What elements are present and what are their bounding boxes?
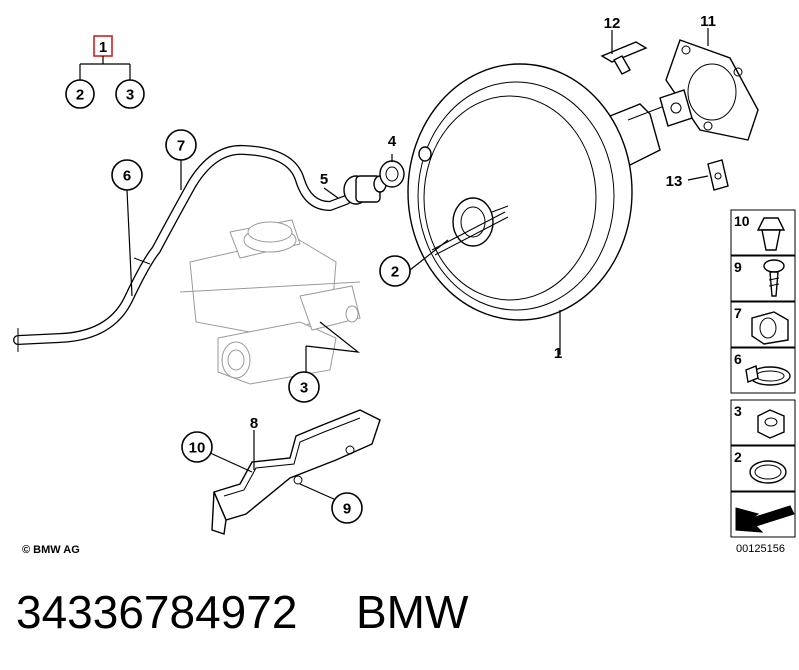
thumbnail-screw: 9 bbox=[730, 255, 796, 302]
callout-grommet: 4 bbox=[388, 133, 397, 150]
legend-parent-label: 1 bbox=[99, 39, 107, 56]
seal bbox=[665, 39, 759, 141]
grommet bbox=[379, 160, 405, 188]
check-valve bbox=[343, 175, 387, 205]
thumbnail-label-4: 6 bbox=[734, 351, 742, 367]
callout-screw-label: 9 bbox=[343, 501, 351, 518]
legend-child-label-1: 2 bbox=[76, 87, 84, 104]
callout-clip-label: 12 bbox=[604, 15, 621, 32]
callout-nut: 3 bbox=[288, 371, 320, 403]
legend-child-label-2: 3 bbox=[126, 87, 134, 104]
callout-holder: 8 bbox=[250, 415, 258, 432]
thumbnail-label-6: 2 bbox=[734, 449, 742, 465]
callout-vacuum-hose: 7 bbox=[165, 129, 197, 161]
thumbnail-hose-clamp: 6 bbox=[730, 347, 796, 394]
clip bbox=[600, 41, 693, 127]
vacuum-hose bbox=[13, 144, 351, 352]
callout-grommet-label: 4 bbox=[388, 133, 397, 150]
thumbnail-gasket: 2 bbox=[730, 445, 796, 492]
callout-expanding-rivet-label: 10 bbox=[189, 440, 206, 457]
callout-seal: 11 bbox=[700, 13, 716, 30]
brand-name: BMW bbox=[356, 586, 469, 638]
callout-hose-clamp: 6 bbox=[111, 159, 143, 191]
callout-vacuum-hose-label: 7 bbox=[177, 138, 185, 155]
thumbnail-expanding-rivet: 10 bbox=[730, 209, 796, 256]
callout-clamp: 13 bbox=[666, 173, 683, 190]
callout-check-valve-label: 5 bbox=[320, 171, 328, 188]
callout-check-valve: 5 bbox=[320, 171, 328, 188]
callout-clamp-label: 13 bbox=[666, 173, 683, 190]
holder-bracket bbox=[211, 409, 381, 535]
callout-expanding-rivet: 10 bbox=[181, 431, 213, 463]
thumbnail-label-5: 3 bbox=[734, 403, 742, 419]
clamp bbox=[707, 159, 729, 191]
callout-gasket-label: 2 bbox=[391, 264, 399, 281]
master-cylinder-ghost bbox=[179, 219, 361, 385]
callout-booster-label: 1 bbox=[554, 345, 562, 362]
callout-seal-label: 11 bbox=[700, 13, 716, 30]
thumbnail-direction-arrow bbox=[730, 491, 796, 538]
direction-arrow-icon bbox=[735, 505, 795, 533]
copyright-text: © BMW AG bbox=[22, 544, 80, 556]
brake-booster bbox=[407, 63, 681, 321]
callout-clip: 12 bbox=[604, 15, 621, 32]
diagram-reference: 00125156 bbox=[736, 543, 785, 555]
callout-screw: 9 bbox=[331, 492, 363, 524]
leader-lines bbox=[126, 28, 709, 501]
thumbnail-column: 10 9 7 6 3 bbox=[730, 209, 796, 538]
part-number: 34336784972 bbox=[16, 586, 297, 638]
callout-nut-label: 3 bbox=[300, 380, 308, 397]
thumbnail-label-2: 9 bbox=[734, 259, 742, 275]
thumbnail-hose: 7 bbox=[730, 301, 796, 348]
thumbnail-nut: 3 bbox=[730, 399, 796, 446]
callouts: 1 2 3 4 5 6 7 8 10 bbox=[111, 13, 716, 524]
callout-booster: 1 bbox=[554, 345, 562, 362]
thumbnail-label-3: 7 bbox=[734, 305, 742, 321]
callout-gasket: 2 bbox=[379, 255, 411, 287]
legend: 1 2 3 bbox=[65, 35, 145, 109]
thumbnail-label-1: 10 bbox=[734, 213, 750, 229]
callout-hose-clamp-label: 6 bbox=[123, 168, 131, 185]
callout-holder-label: 8 bbox=[250, 415, 258, 432]
